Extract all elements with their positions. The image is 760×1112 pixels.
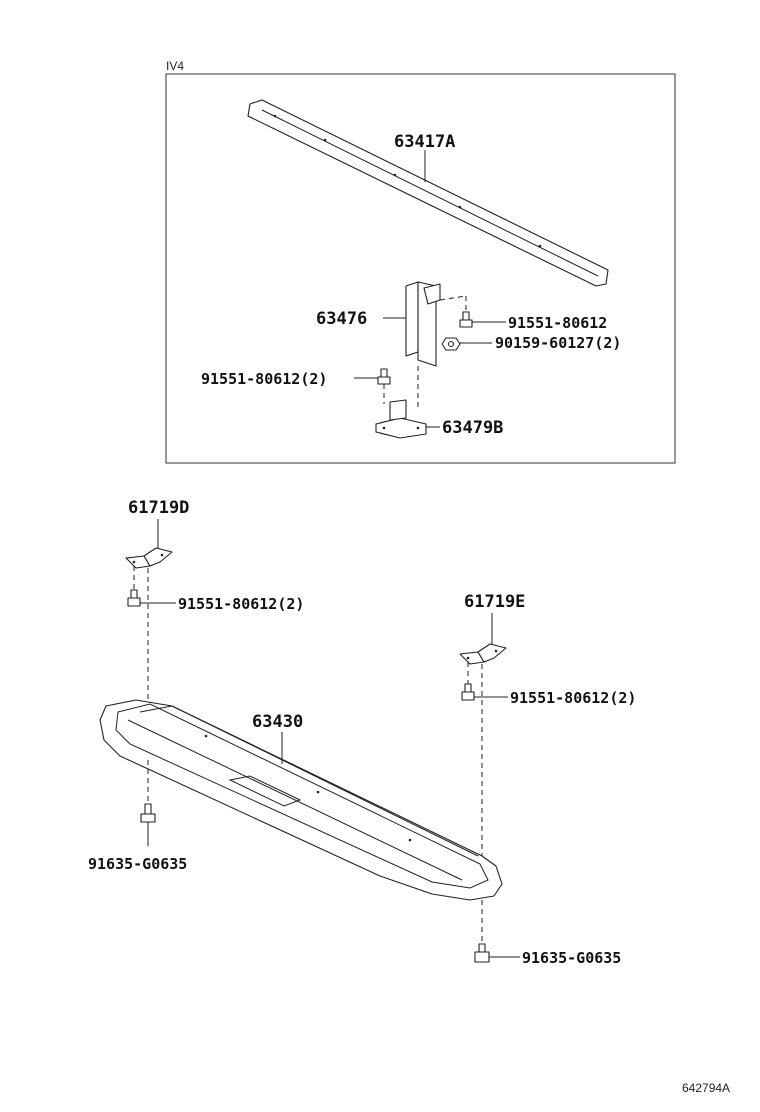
- label-91551-80612-c[interactable]: 91551-80612(2): [178, 595, 304, 613]
- drawing-id: 642794A: [682, 1081, 730, 1095]
- bracket-63476[interactable]: [405, 281, 441, 367]
- label-63430[interactable]: 63430: [252, 712, 303, 732]
- bracket-61719e[interactable]: [459, 643, 507, 665]
- label-91551-80612-d[interactable]: 91551-80612(2): [510, 689, 636, 707]
- label-91551-80612-b[interactable]: 91551-80612(2): [201, 370, 327, 388]
- foot-bracket-63479b[interactable]: [375, 399, 427, 439]
- label-90159-60127[interactable]: 90159-60127(2): [495, 334, 621, 352]
- label-63417a[interactable]: 63417A: [394, 132, 455, 152]
- label-61719e[interactable]: 61719E: [464, 592, 525, 612]
- label-91551-80612-a[interactable]: 91551-80612: [508, 314, 607, 332]
- bracket-61719d[interactable]: [125, 547, 173, 569]
- bolt-icon[interactable]: [140, 803, 156, 823]
- dash-bolt-a: [439, 295, 467, 301]
- label-63479b[interactable]: 63479B: [442, 418, 503, 438]
- label-63476[interactable]: 63476: [316, 309, 367, 329]
- bolt-icon[interactable]: [461, 683, 475, 701]
- inset-frame: [165, 73, 676, 464]
- bolt-icon[interactable]: [127, 589, 141, 607]
- bolt-icon[interactable]: [377, 368, 391, 385]
- inset-tag: IV4: [166, 59, 184, 73]
- nut-icon[interactable]: [441, 337, 461, 351]
- running-board-63430[interactable]: [99, 699, 503, 901]
- bolt-icon[interactable]: [474, 943, 490, 963]
- bolt-icon[interactable]: [459, 311, 473, 328]
- label-61719d[interactable]: 61719D: [128, 498, 189, 518]
- label-91635-g0635-b[interactable]: 91635-G0635: [522, 949, 621, 967]
- label-91635-g0635-a[interactable]: 91635-G0635: [88, 855, 187, 873]
- rail-63417a[interactable]: [247, 99, 609, 287]
